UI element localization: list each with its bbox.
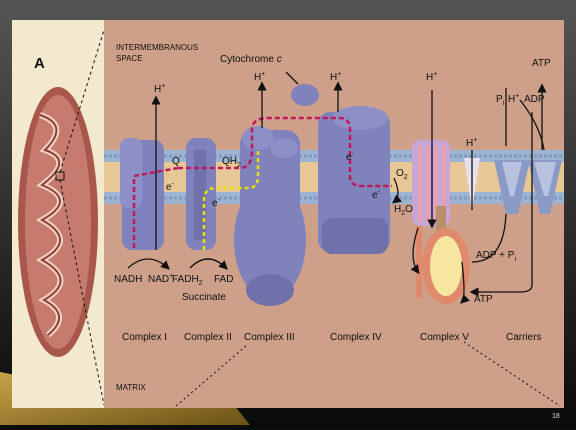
- complex-ii: [186, 138, 216, 250]
- cytochrome-c: [291, 84, 319, 106]
- atp-bottom-label: ATP: [474, 294, 493, 305]
- complex-iii: [234, 126, 306, 306]
- complex-iv: [318, 106, 390, 254]
- adp-top-label: ADP: [524, 94, 545, 105]
- q-label: Q: [172, 156, 180, 167]
- complex-iv-label: Complex IV: [330, 332, 382, 343]
- succinate-label: Succinate: [182, 292, 226, 303]
- complex-iii-label: Complex III: [244, 332, 295, 343]
- intermembrane-label-line2: space: [116, 54, 143, 63]
- matrix-label: Matrix: [116, 383, 146, 392]
- complex-v-label: Complex V: [420, 332, 469, 343]
- page-number: 18: [552, 413, 560, 420]
- complex-i-label: Complex I: [122, 332, 167, 343]
- fad-label: FAD: [214, 274, 233, 285]
- nadh-label: NADH: [114, 274, 142, 285]
- intermembrane-label-line1: Intermembranous: [116, 43, 198, 52]
- cytochrome-c-label: Cytochrome c: [220, 54, 282, 65]
- complex-ii-label: Complex II: [184, 332, 232, 343]
- carriers-label: Carriers: [506, 332, 542, 343]
- panel-letter: A: [34, 55, 45, 72]
- complex-i: [120, 138, 164, 250]
- atp-top-label: ATP: [532, 58, 551, 69]
